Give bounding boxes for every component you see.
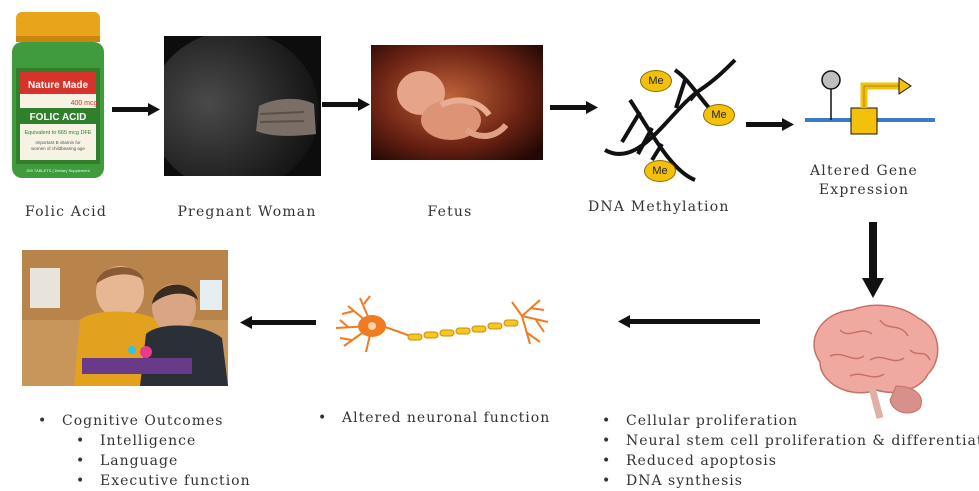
- bottle-brand-text: Nature Made: [28, 80, 88, 91]
- list-item: Cellular proliferation: [602, 411, 979, 431]
- pregnant-woman-label: Pregnant Woman: [172, 204, 322, 220]
- bottle-equivalent-text: Equivalent to 665 mcg DFE: [25, 130, 92, 136]
- bottle-footer-text: 250 TABLETS | Dietary Supplement: [26, 168, 90, 173]
- brain-image: [800, 300, 946, 420]
- list-item: DNA synthesis: [602, 471, 979, 491]
- dna-methylation-label: DNA Methylation: [588, 199, 728, 215]
- list-item: Neural stem cell proliferation & differe…: [602, 431, 979, 451]
- altered-gene-label-line2: Expression: [804, 182, 924, 198]
- folic-acid-label: Folic Acid: [16, 204, 116, 220]
- children-image: [22, 250, 228, 386]
- altered-gene-label: Altered Gene: [804, 163, 924, 179]
- methyl-group-badge: Me: [703, 104, 735, 126]
- list-item: Cognitive Outcomes: [38, 411, 251, 431]
- gene-expression-diagram: [805, 68, 937, 138]
- neuronal-function-list: Altered neuronal function: [318, 408, 550, 428]
- bottle-note-line2: women of childbearing age: [31, 146, 85, 151]
- arrow-left-icon: [618, 313, 760, 329]
- folic-acid-bottle: Nature Made 400 mcg FOLIC ACID Equivalen…: [10, 12, 138, 180]
- bottle-dose-text: 400 mcg: [71, 100, 98, 107]
- fetus-image: [371, 45, 543, 160]
- arrow-right-icon: [746, 116, 794, 132]
- bottle-product-text: FOLIC ACID: [30, 112, 87, 123]
- cognitive-outcomes-list: Cognitive Outcomes Intelligence Language…: [38, 411, 251, 491]
- list-item: Intelligence: [38, 431, 251, 451]
- methyl-group-badge: Me: [640, 70, 672, 92]
- list-item: Reduced apoptosis: [602, 451, 979, 471]
- arrow-right-icon: [112, 101, 160, 117]
- list-item: Altered neuronal function: [318, 408, 550, 428]
- arrow-right-icon: [322, 96, 370, 112]
- methyl-group-badge: Me: [644, 160, 676, 182]
- list-item: Executive function: [38, 471, 251, 491]
- arrow-left-icon: [240, 314, 316, 330]
- brain-effects-list: Cellular proliferation Neural stem cell …: [602, 411, 979, 491]
- arrow-down-icon: [862, 222, 884, 298]
- arrow-right-icon: [550, 99, 598, 115]
- pregnant-woman-image: [164, 36, 321, 176]
- list-item: Language: [38, 451, 251, 471]
- fetus-label: Fetus: [410, 204, 490, 220]
- bottle-note-line1: Important B vitamin for: [35, 140, 81, 145]
- neuron-image: [330, 292, 552, 356]
